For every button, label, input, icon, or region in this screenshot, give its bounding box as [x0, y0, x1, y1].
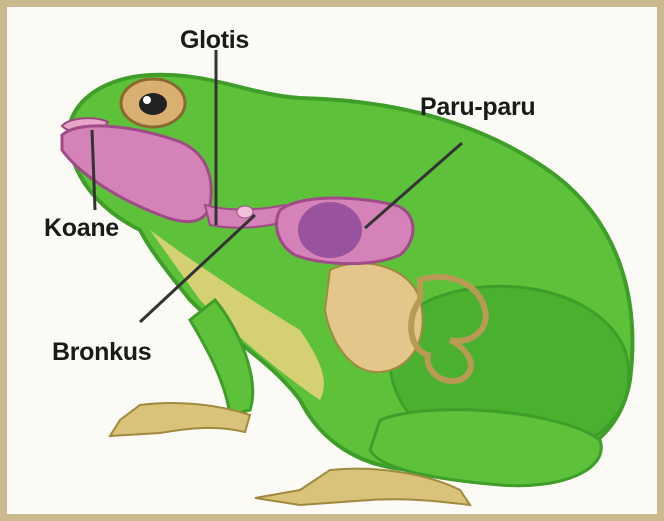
eye-highlight — [143, 96, 151, 104]
label-koane: Koane — [44, 214, 119, 243]
lung-alveoli — [298, 202, 362, 258]
glottis-spot — [237, 206, 253, 218]
label-glotis: Glotis — [180, 26, 249, 55]
label-paru-paru: Paru-paru — [420, 93, 535, 122]
label-bronkus: Bronkus — [52, 338, 151, 367]
eye-pupil — [139, 93, 167, 115]
